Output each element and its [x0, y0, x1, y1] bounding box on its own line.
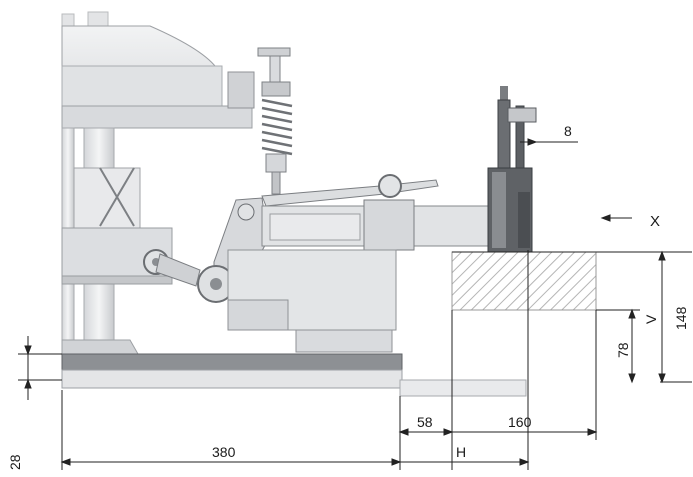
machine-body [61, 11, 527, 397]
dim-148-label: 148 [673, 306, 689, 330]
dim-h-label: H [456, 444, 466, 460]
workpiece [451, 251, 597, 311]
dim-160-label: 160 [508, 414, 532, 430]
dim-58-label: 58 [417, 414, 433, 430]
clamp-column [487, 86, 537, 253]
linkage-arms [143, 174, 495, 353]
dim-v-label: V [643, 314, 659, 324]
dim-x-label: X [650, 213, 660, 230]
dimension-lines [18, 138, 692, 470]
dim-78-label: 78 [615, 342, 631, 358]
dim-28-label: 28 [7, 454, 23, 470]
dim-380-label: 380 [212, 444, 236, 460]
dim-8-label: 8 [564, 123, 572, 139]
spring-assembly [257, 47, 293, 195]
